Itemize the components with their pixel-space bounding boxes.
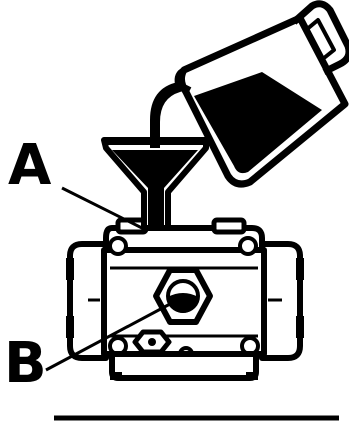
- oil-stream: [150, 78, 198, 148]
- jug-spout: [174, 67, 192, 93]
- jug-handle: [291, 0, 349, 76]
- funnel: [101, 137, 209, 231]
- left-flange-lug-top: [66, 258, 74, 280]
- top-cover-boss-right: [211, 217, 247, 235]
- pump-body: [66, 217, 304, 381]
- funnel-oil: [112, 150, 198, 226]
- oil-jug: [174, 0, 349, 188]
- base-foot-left: [110, 372, 122, 380]
- jug-handle-inner: [304, 18, 336, 60]
- sight-glass-oil-level: [168, 298, 198, 313]
- callout-label-a: A: [8, 133, 52, 198]
- callout-label-b: B: [4, 331, 47, 396]
- right-flange-lug-top: [296, 258, 304, 280]
- leader-line-a: [61, 186, 143, 230]
- drain-plug-center: [148, 338, 156, 346]
- base-foot-right: [246, 372, 258, 380]
- left-flange-lug-bottom: [66, 316, 74, 338]
- leader-line-b: [45, 302, 171, 372]
- right-flange-lug-bottom: [296, 316, 304, 338]
- bolt-top-left: [108, 236, 128, 256]
- bolt-top-right: [238, 236, 258, 256]
- pump-base: [109, 351, 259, 381]
- oil-sight-glass: [153, 267, 213, 325]
- jug-oil: [194, 72, 322, 174]
- sight-glass-oil-surface: [167, 293, 199, 299]
